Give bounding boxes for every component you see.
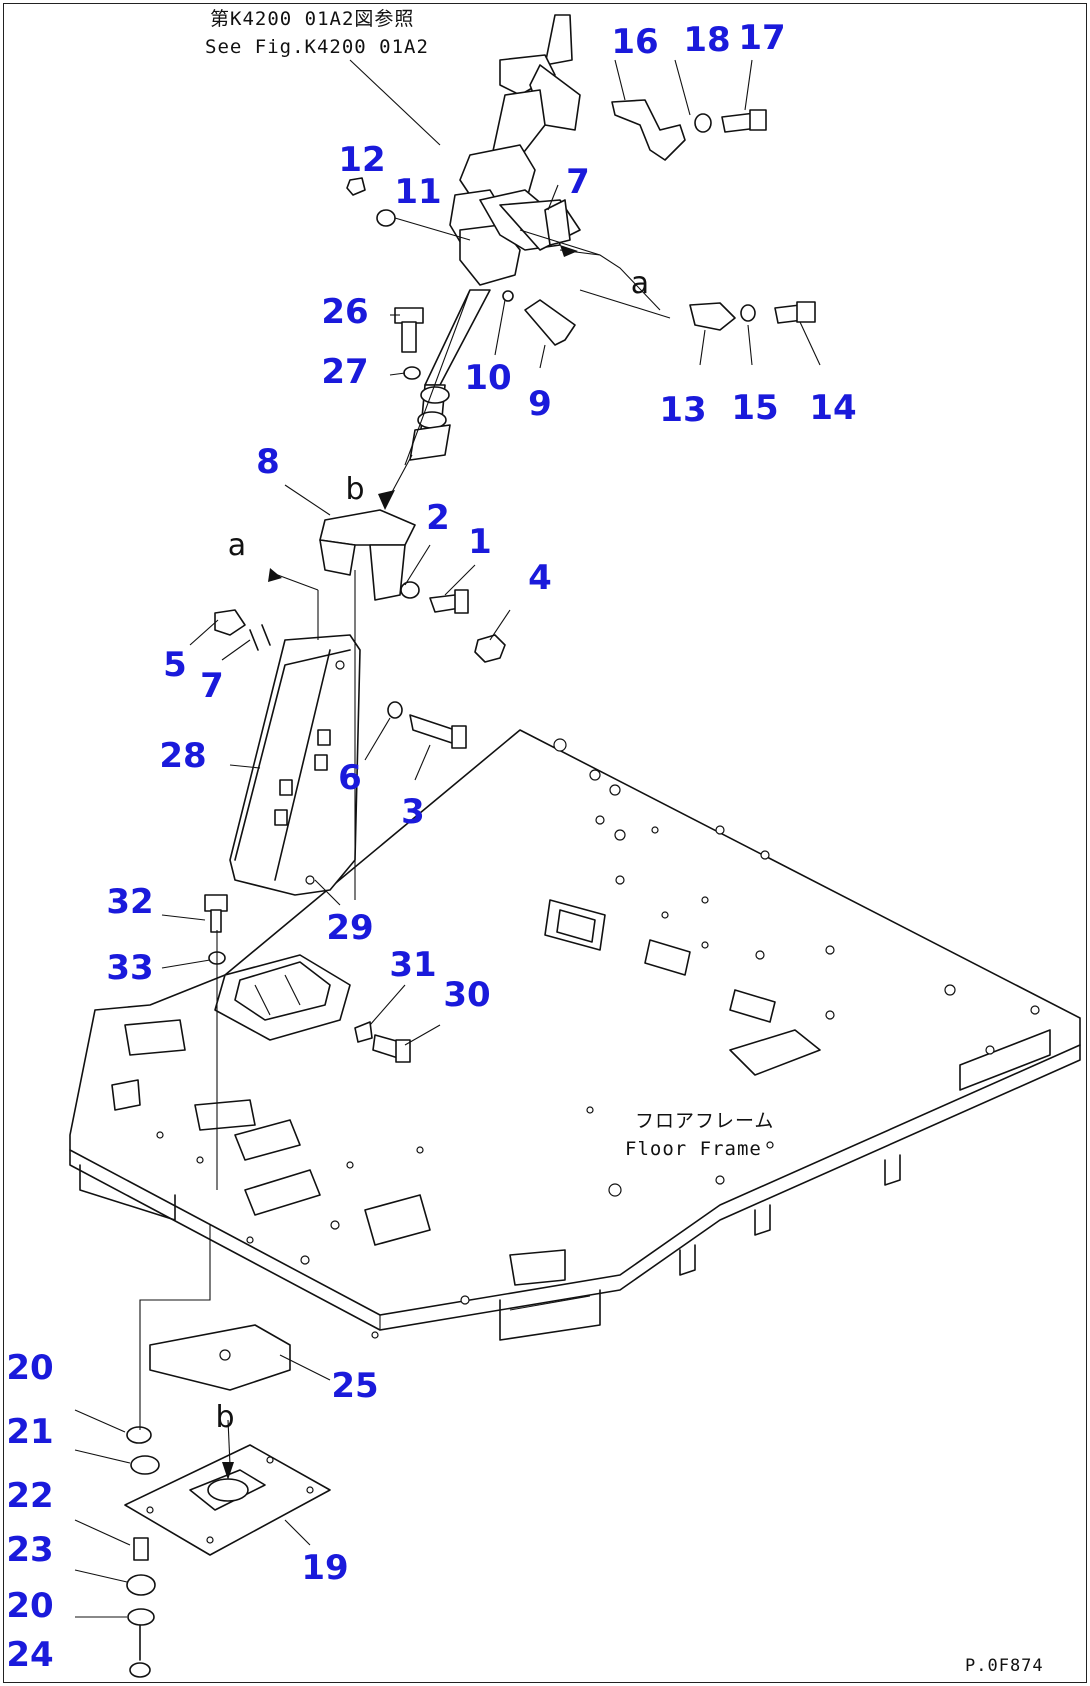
callout-15: 15	[731, 388, 779, 428]
fasteners	[126, 99, 816, 1678]
callout-29: 29	[326, 908, 374, 948]
callout-11: 11	[394, 172, 442, 212]
callout-30: 30	[443, 975, 491, 1015]
callout-20b: 20	[6, 1586, 54, 1626]
callout-7b: 7	[200, 666, 224, 706]
reference-note-en: See Fig.K4200 01A2	[205, 36, 429, 58]
callout-5: 5	[163, 645, 187, 685]
callout-16: 16	[611, 22, 659, 62]
callout-7a: 7	[566, 162, 590, 202]
sheet-border	[3, 3, 1087, 1683]
callout-1: 1	[468, 522, 492, 562]
arrow-label-a-left: a	[227, 528, 247, 563]
callout-18: 18	[683, 20, 731, 60]
callout-31: 31	[389, 945, 437, 985]
floor-frame-label-en: Floor Frame	[625, 1138, 762, 1160]
callout-8: 8	[256, 442, 280, 482]
callout-27: 27	[321, 352, 369, 392]
callout-13: 13	[659, 390, 707, 430]
callout-4: 4	[528, 558, 552, 598]
callout-22: 22	[6, 1476, 54, 1516]
callout-12: 12	[338, 140, 386, 180]
callout-28: 28	[159, 736, 207, 776]
callout-26: 26	[321, 292, 369, 332]
callout-33: 33	[106, 948, 154, 988]
floor-frame	[69, 729, 1081, 1341]
callout-10: 10	[464, 358, 512, 398]
reference-note-jp: 第K4200 01A2図参照	[210, 8, 415, 30]
floor-frame-label-jp: フロアフレーム	[635, 1110, 775, 1132]
callout-6: 6	[338, 758, 362, 798]
callout-25: 25	[331, 1366, 379, 1406]
steering-column-assembly	[124, 14, 581, 1556]
callout-19: 19	[301, 1548, 349, 1588]
callout-21: 21	[6, 1412, 54, 1452]
callout-24: 24	[6, 1635, 54, 1675]
callout-9: 9	[528, 384, 552, 424]
arrow-label-a-top: a	[630, 266, 650, 301]
callout-23: 23	[6, 1530, 54, 1570]
callout-20a: 20	[6, 1348, 54, 1388]
callout-2: 2	[426, 498, 450, 538]
arrow-label-b-bottom: b	[215, 1400, 235, 1435]
page-code: P.0F874	[965, 1656, 1044, 1676]
callout-17: 17	[738, 18, 786, 58]
callout-14: 14	[809, 388, 857, 428]
leader-lines	[74, 59, 821, 1618]
callout-32: 32	[106, 882, 154, 922]
arrow-label-b-top: b	[345, 472, 365, 507]
callout-3: 3	[401, 792, 425, 832]
